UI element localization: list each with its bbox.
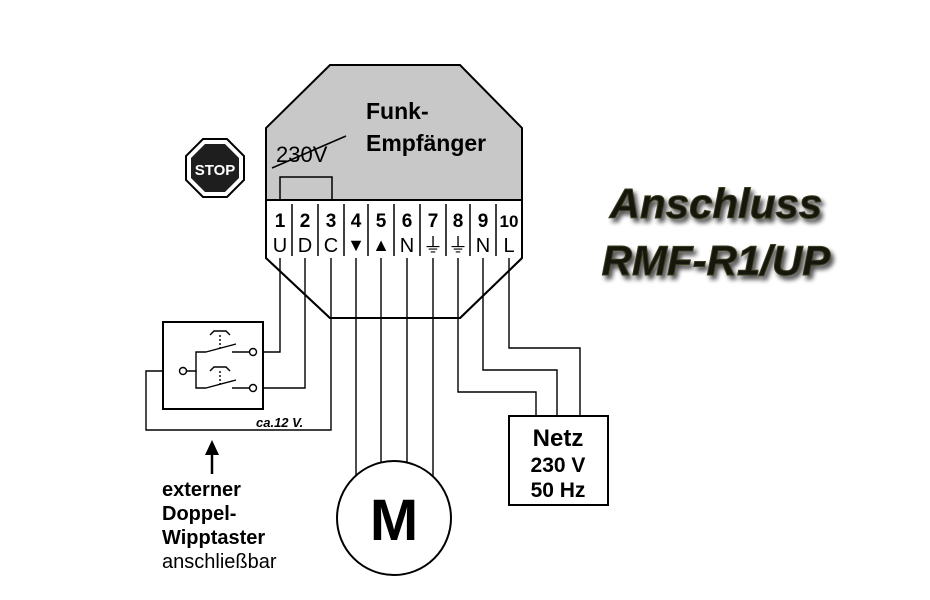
module-title-line1: Funk- <box>366 98 429 124</box>
terminal-label-9: N <box>476 235 490 257</box>
wire-terminal-3 <box>145 258 332 431</box>
wire-terminal-9 <box>482 258 558 416</box>
motor: M <box>336 460 452 576</box>
terminal-separators <box>291 204 497 256</box>
switch-caption-line4: anschließbar <box>162 551 277 573</box>
mains-line1: Netz <box>533 425 584 452</box>
terminal-label-5: ▲ <box>372 235 390 255</box>
switch-contacts <box>178 330 258 393</box>
terminal-number-2: 2 <box>300 211 311 232</box>
switch-caption-line3: Wipptaster <box>162 527 265 549</box>
terminal-labels: U D C ▼ ▲ N ⏚ ⏚ N L <box>273 235 515 257</box>
terminal-label-3: C <box>324 235 338 257</box>
switch-caption: externer Doppel- Wipptaster anschließbar <box>162 479 277 573</box>
terminal-number-6: 6 <box>402 211 413 232</box>
double-rocker-switch: ca.12 V. <box>162 321 303 430</box>
stop-sign: STOP <box>185 138 245 198</box>
terminal-label-8: ⏚ <box>448 235 468 257</box>
terminal-number-10: 10 <box>500 212 519 231</box>
terminal-numbers: 1 2 3 4 5 6 7 8 9 10 <box>275 211 519 232</box>
wire-terminal-2 <box>257 258 306 389</box>
terminal-number-4: 4 <box>351 211 362 232</box>
heading-line1: Anschluss <box>609 180 822 227</box>
up-arrow <box>205 440 219 474</box>
terminal-label-7: ⏚ <box>423 235 443 257</box>
switch-caption-line2: Doppel- <box>162 503 236 525</box>
terminal-number-7: 7 <box>428 211 439 232</box>
terminal-number-3: 3 <box>326 211 337 232</box>
voltage-strike <box>271 135 347 169</box>
terminal-label-1: U <box>273 235 287 257</box>
switch-voltage-note: ca.12 V. <box>256 415 303 430</box>
mains-supply: Netz 230 V 50 Hz <box>508 415 609 506</box>
terminal-label-6: N <box>400 235 414 257</box>
mains-line2: 230 V <box>531 454 586 477</box>
wire-terminal-8 <box>457 258 537 416</box>
terminal-label-4: ▼ <box>347 235 365 255</box>
motor-label: M <box>370 488 418 553</box>
terminal-number-5: 5 <box>376 211 387 232</box>
wires <box>145 258 581 478</box>
stop-sign-inner <box>191 144 239 192</box>
stop-sign-label: STOP <box>195 162 236 179</box>
wire-terminal-1 <box>257 258 281 353</box>
mains-line3: 50 Hz <box>531 479 586 502</box>
terminal-label-2: D <box>298 235 312 257</box>
relay-bracket <box>279 176 333 200</box>
heading: Anschluss RMF-R1/UP <box>601 180 832 285</box>
switch-housing <box>162 321 264 410</box>
mains-box <box>508 415 609 506</box>
terminal-number-1: 1 <box>275 211 286 232</box>
module-title-line2: Empfänger <box>366 130 486 156</box>
heading-line2: RMF-R1/UP <box>602 237 832 284</box>
switch-caption-line1: externer <box>162 479 241 501</box>
wire-terminal-10 <box>508 258 581 416</box>
motor-circle <box>336 460 452 576</box>
terminal-number-8: 8 <box>453 211 464 232</box>
terminal-label-10: L <box>503 235 514 257</box>
terminal-number-9: 9 <box>478 211 489 232</box>
